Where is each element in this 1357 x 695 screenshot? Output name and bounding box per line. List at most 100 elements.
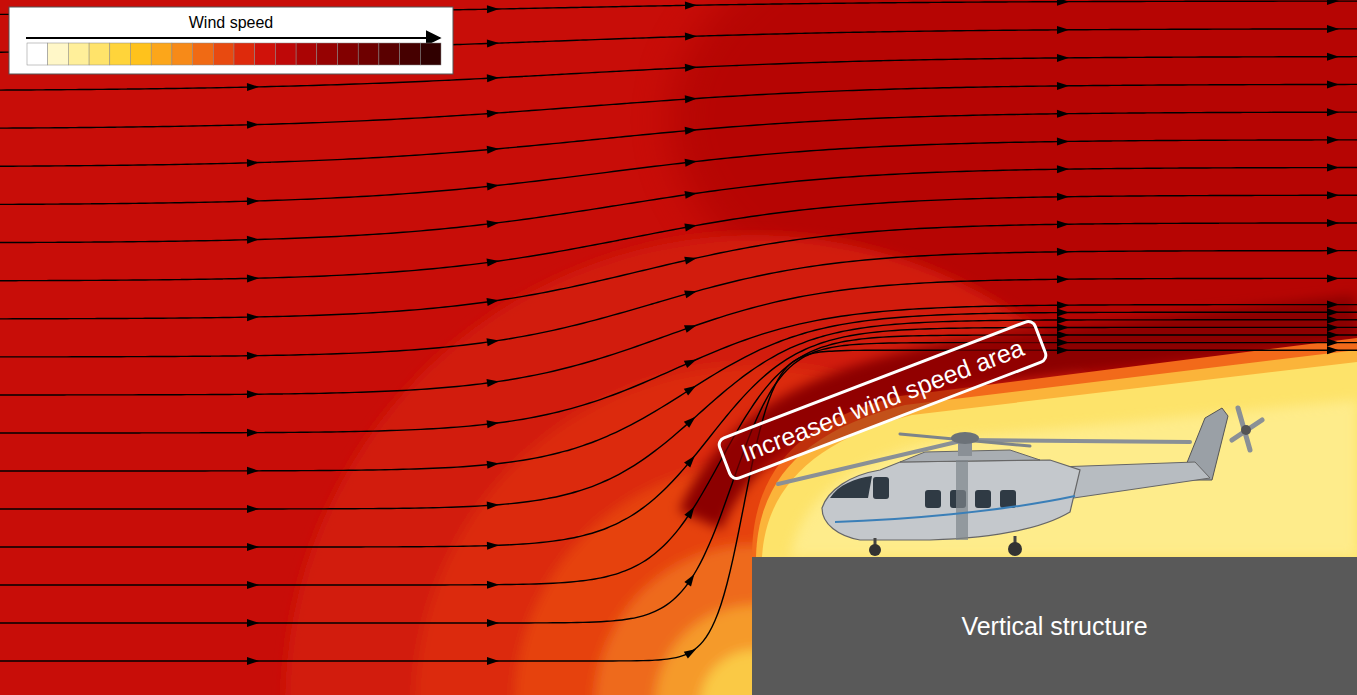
flow-arrowhead (1327, 80, 1339, 88)
flow-arrowhead (1057, 301, 1069, 309)
flow-arrowhead (1327, 308, 1339, 316)
streamline (0, 251, 1357, 357)
colour-step (400, 43, 421, 65)
colour-step (213, 43, 234, 65)
flow-arrowhead (247, 352, 259, 360)
flow-arrowhead (1057, 248, 1069, 256)
legend-arrow (26, 37, 440, 39)
flow-arrowhead (684, 414, 698, 428)
colour-step (275, 43, 296, 65)
colour-step (110, 43, 131, 65)
flow-arrowhead (247, 467, 259, 475)
streamline (0, 84, 1357, 128)
flow-arrowhead (684, 453, 698, 467)
colour-step (172, 43, 193, 65)
colour-step (358, 43, 379, 65)
flow-arrowhead (247, 543, 259, 551)
flow-arrowhead (685, 126, 698, 135)
flow-arrowhead (486, 336, 499, 346)
flow-arrowhead (1327, 0, 1339, 5)
streamline (0, 112, 1357, 166)
flow-arrowhead (1327, 136, 1339, 144)
flow-arrowhead (1057, 323, 1069, 331)
flow-arrowhead (685, 63, 697, 72)
node-text: Vertical structure (961, 611, 1147, 641)
flow-arrowhead (487, 501, 500, 510)
streamline (0, 312, 1357, 471)
flow-arrowhead (1327, 108, 1339, 116)
colour-step (89, 43, 110, 65)
colour-step (151, 43, 172, 65)
colour-step (234, 43, 255, 65)
flow-arrowhead (487, 257, 500, 267)
streamline (0, 305, 1357, 433)
flow-arrowhead (247, 390, 259, 398)
flow-arrowhead (1327, 331, 1339, 339)
flow-arrowhead (1057, 137, 1069, 145)
flow-arrowhead (685, 1, 697, 9)
colour-step (48, 43, 69, 65)
flow-arrowhead (1327, 247, 1339, 255)
flow-arrowhead (487, 460, 500, 469)
flow-arrowhead (1057, 339, 1069, 347)
flow-arrowhead (247, 505, 259, 513)
flow-arrowhead (1327, 274, 1339, 282)
flow-arrowhead (1057, 331, 1069, 339)
flow-arrowhead (487, 657, 499, 665)
colour-bar (27, 43, 441, 65)
flow-arrowhead (684, 321, 698, 332)
flow-arrowhead (684, 382, 698, 395)
colour-step (420, 43, 441, 65)
flow-arrowhead (247, 197, 259, 205)
flow-arrowhead (487, 377, 500, 387)
flow-arrowhead (1327, 164, 1339, 172)
legend-frame (9, 7, 453, 74)
flow-arrowhead (247, 274, 259, 282)
flow-arrowhead (247, 159, 259, 167)
colour-step (193, 43, 214, 65)
streamline (0, 335, 1357, 585)
flow-arrowhead (1057, 309, 1069, 317)
flow-arrowhead (1057, 54, 1069, 62)
flow-arrowhead (247, 313, 259, 321)
flow-arrowhead (684, 505, 697, 519)
flow-arrowhead (1327, 219, 1339, 227)
colour-step (379, 43, 400, 65)
colour-step (317, 43, 338, 65)
shear-edge (756, 350, 1357, 557)
flow-arrowhead (247, 619, 259, 627)
flow-arrowhead (1327, 323, 1339, 331)
colour-step (255, 43, 276, 65)
flow-arrowhead (1327, 316, 1339, 324)
flow-arrowhead (1057, 316, 1069, 324)
flow-arrowhead (486, 296, 499, 306)
colour-step (131, 43, 152, 65)
flow-arrowhead (1057, 346, 1069, 354)
flow-arrowhead (1057, 0, 1069, 6)
streamline (0, 320, 1357, 509)
flow-arrowhead (487, 419, 500, 428)
flow-arrowhead (247, 581, 259, 589)
flow-arrowhead (487, 74, 499, 83)
flow-arrowhead (247, 657, 259, 665)
structure-block: Vertical structure (752, 557, 1357, 695)
flow-arrowhead (1057, 275, 1069, 283)
flow-arrowhead (487, 181, 500, 190)
legend-title-box: Wind speed (175, 11, 288, 35)
flow-arrowhead (684, 189, 697, 199)
flow-arrowhead (1057, 26, 1069, 34)
flow-arrowhead (247, 121, 259, 129)
flow-arrowhead (487, 619, 499, 627)
flow-arrowhead (1327, 346, 1339, 354)
flow-arrowhead (684, 287, 698, 298)
flow-arrowhead (487, 219, 500, 228)
node-text: Wind speed (189, 13, 274, 32)
flow-arrowhead (487, 541, 499, 549)
flow-arrowhead (1327, 53, 1339, 61)
flow-arrowhead (685, 94, 698, 103)
flow-arrowhead (487, 109, 500, 118)
flow-arrowhead (684, 646, 698, 659)
flow-arrowhead (1057, 193, 1069, 201)
flow-arrowhead (684, 356, 698, 368)
flow-arrowhead (684, 221, 697, 231)
